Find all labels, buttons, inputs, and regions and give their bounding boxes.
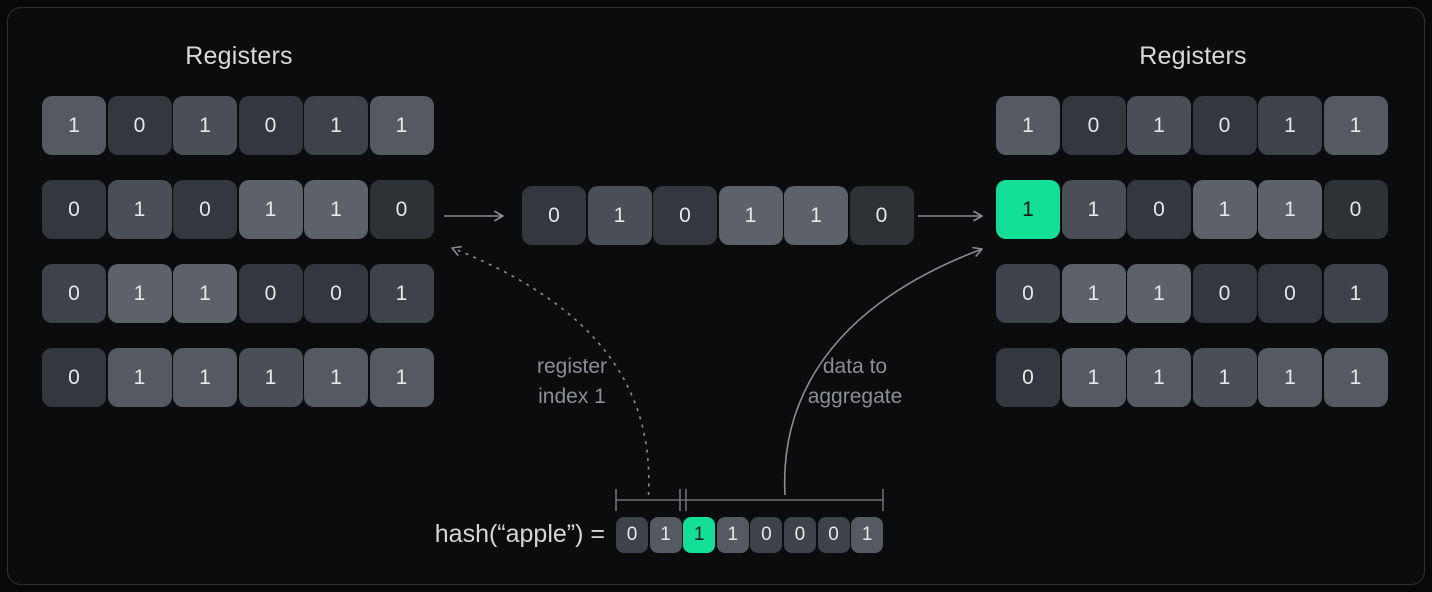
right-register-cell: 0 (1258, 264, 1322, 323)
left-registers-title: Registers (185, 42, 293, 70)
left-register-cell: 1 (173, 348, 237, 407)
hash-bit-cell: 0 (783, 517, 816, 553)
left-register-cell: 1 (369, 348, 434, 407)
right-register-cell: 1 (1061, 348, 1126, 407)
left-register-cell: 1 (42, 96, 106, 155)
right-register-cell: 1 (1061, 264, 1126, 323)
register-index-label: register index 1 (462, 352, 682, 412)
data-to-aggregate-label-line2: aggregate (807, 385, 903, 408)
right-register-cell: 1 (1127, 264, 1191, 323)
left-register-cell: 0 (173, 180, 237, 239)
right-register-cell: 1 (1258, 180, 1322, 239)
left-register-cell: 1 (107, 348, 172, 407)
right-register-cell: 0 (996, 348, 1060, 407)
extracted-register-cell: 1 (718, 186, 783, 245)
right-register-cell: 1 (996, 96, 1060, 155)
extracted-register-cell: 0 (849, 186, 914, 245)
right-register-cell: 0 (1061, 96, 1126, 155)
left-register-cell: 1 (107, 180, 172, 239)
left-register-cell: 0 (42, 264, 106, 323)
hash-bit-cell: 1 (716, 517, 749, 553)
hash-bit-cell: 1 (851, 517, 884, 553)
left-register-cell: 1 (369, 264, 434, 323)
left-register-cell: 1 (369, 96, 434, 155)
left-register-cell: 1 (304, 348, 368, 407)
right-register-cell: 0 (1323, 180, 1388, 239)
hash-bit-cell: 1 (649, 517, 682, 553)
right-register-cell: 1 (1192, 180, 1257, 239)
left-register-cell: 1 (173, 96, 237, 155)
left-register-cell: 0 (42, 180, 106, 239)
right-register-cell: 1 (1127, 96, 1191, 155)
right-register-cell: 1 (1127, 348, 1191, 407)
right-registers-title: Registers (1139, 42, 1247, 70)
left-register-cell: 1 (238, 180, 303, 239)
extracted-register-cell: 0 (522, 186, 586, 245)
register-index-label-line2: index 1 (538, 385, 606, 408)
right-register-cell: 1 (1192, 348, 1257, 407)
left-register-cell: 0 (369, 180, 434, 239)
right-register-cell: 1 (996, 180, 1060, 239)
register-index-label-line1: register (536, 355, 608, 378)
left-register-cell: 1 (238, 348, 303, 407)
right-register-cell: 0 (1192, 96, 1257, 155)
hash-bit-cell: 1 (683, 517, 716, 553)
data-to-aggregate-label: data to aggregate (745, 352, 965, 412)
data-to-aggregate-label-line1: data to (822, 355, 888, 378)
left-register-cell: 0 (107, 96, 172, 155)
right-register-cell: 0 (1127, 180, 1191, 239)
left-register-cell: 1 (173, 264, 237, 323)
left-register-cell: 1 (107, 264, 172, 323)
left-register-cell: 1 (304, 96, 368, 155)
left-register-cell: 0 (304, 264, 368, 323)
right-register-cell: 1 (1323, 348, 1388, 407)
right-register-cell: 1 (1323, 96, 1388, 155)
right-register-cell: 1 (1061, 180, 1126, 239)
right-register-cell: 1 (1323, 264, 1388, 323)
left-register-cell: 0 (238, 96, 303, 155)
right-register-cell: 0 (996, 264, 1060, 323)
extracted-register-cell: 1 (784, 186, 848, 245)
right-register-cell: 0 (1192, 264, 1257, 323)
extracted-register-cell: 0 (653, 186, 717, 245)
hash-bit-cell: 0 (817, 517, 850, 553)
left-register-cell: 0 (42, 348, 106, 407)
extracted-register-cell: 1 (587, 186, 652, 245)
hash-bit-cell: 0 (616, 517, 648, 553)
hash-expression-label: hash(“apple”) = (434, 520, 605, 548)
left-register-cell: 0 (238, 264, 303, 323)
left-register-cell: 1 (304, 180, 368, 239)
right-register-cell: 1 (1258, 96, 1322, 155)
hash-bit-cell: 0 (750, 517, 783, 553)
right-register-cell: 1 (1258, 348, 1322, 407)
